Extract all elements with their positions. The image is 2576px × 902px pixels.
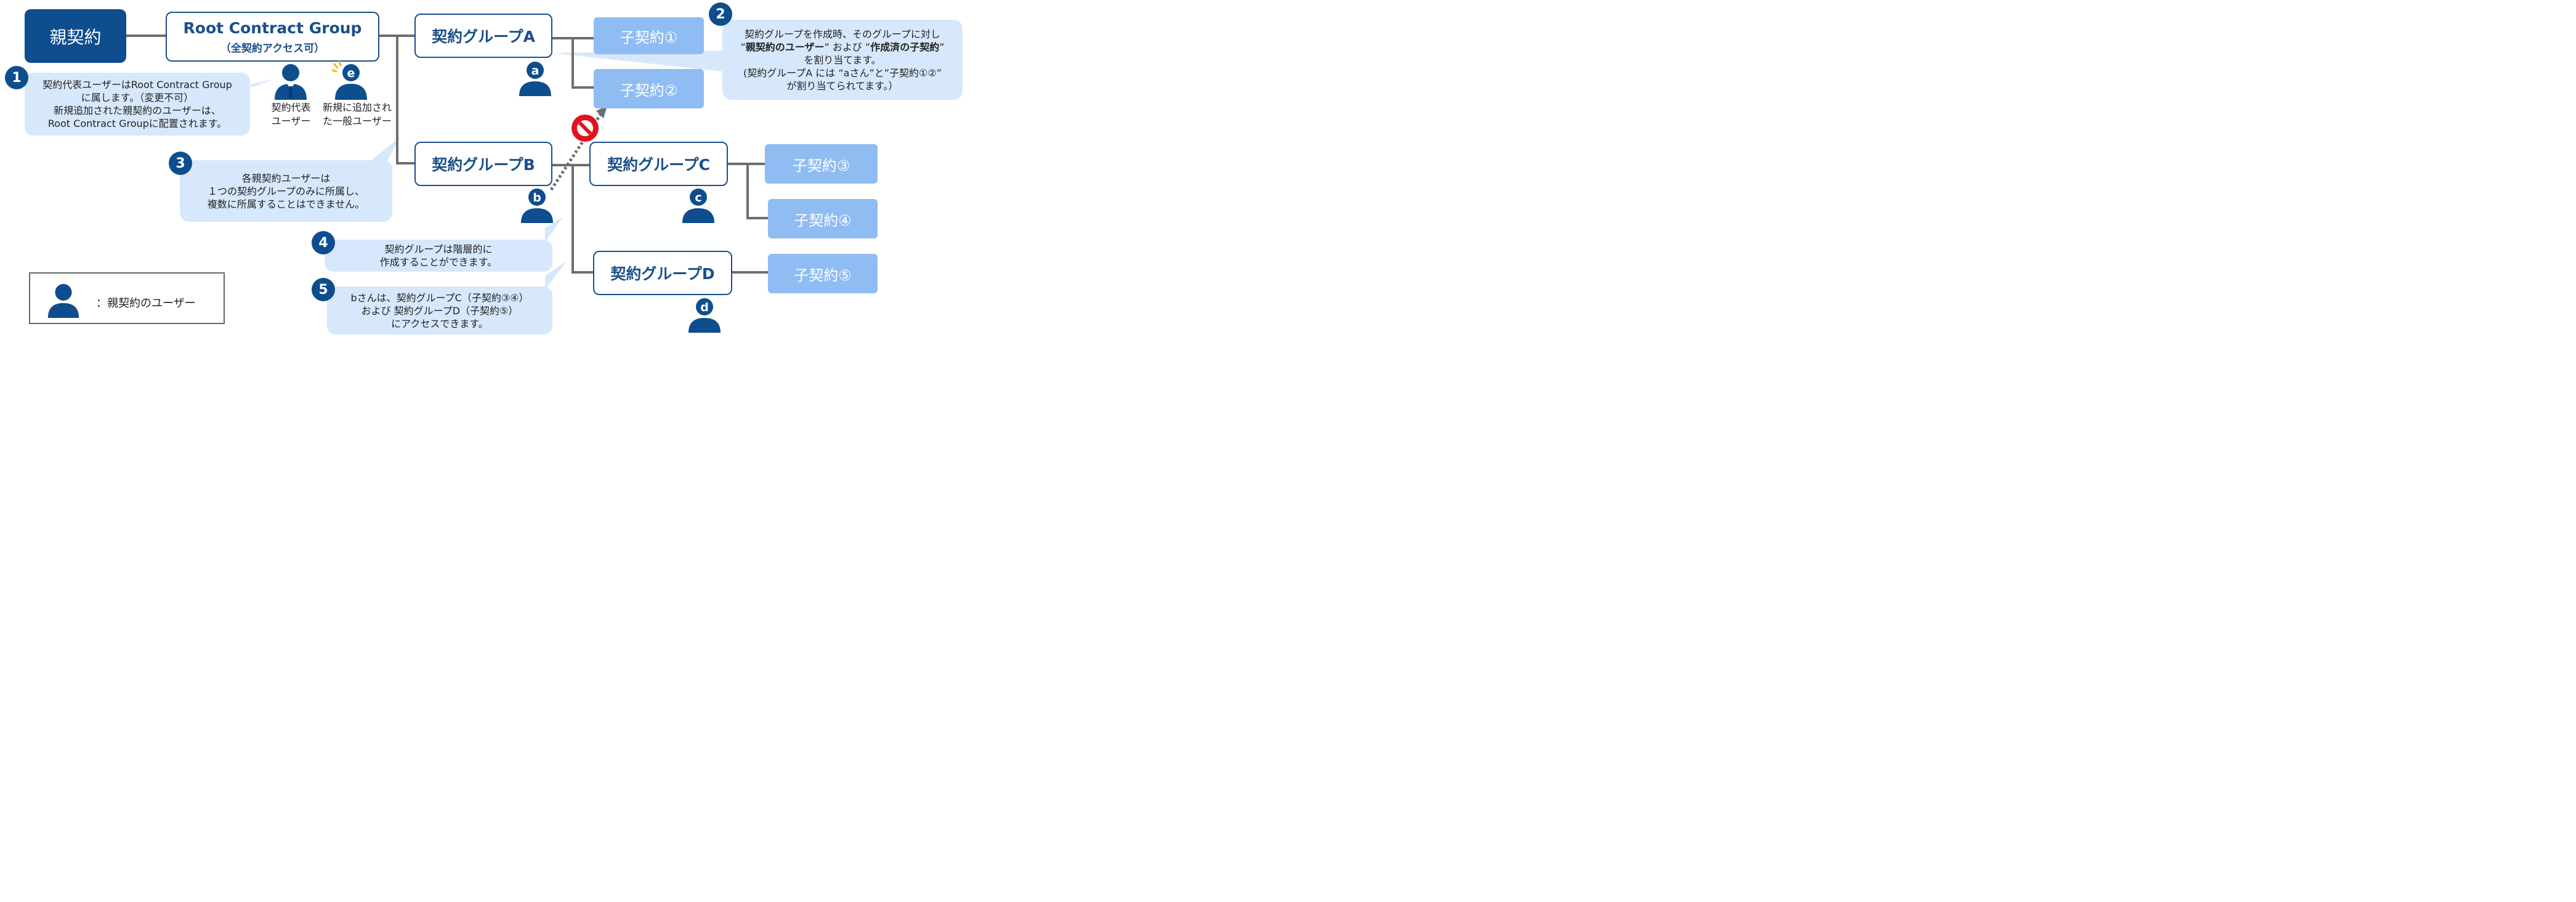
note-2-line: が割り当てられてます。） <box>786 79 898 92</box>
note-4-line: 作成することができます。 <box>379 256 498 268</box>
bubble-3-tail <box>369 137 400 161</box>
note-5-number: 5 <box>312 278 335 301</box>
note-1-line: 契約代表ユーザーはRoot Contract Group <box>42 79 232 91</box>
connector-layer <box>126 35 769 290</box>
blocked-arrow-head <box>596 106 607 118</box>
note-5-line: にアクセスできます。 <box>391 317 488 330</box>
note-3-number: 3 <box>169 152 192 175</box>
link-root-b <box>396 36 415 165</box>
child-contract-1-label: 子契約① <box>620 28 678 46</box>
user-d-icon: d <box>688 298 721 333</box>
note-4-number: 4 <box>312 231 335 254</box>
user-c-icon: c <box>682 189 714 223</box>
child-contract-1-node: 子契約① <box>594 17 704 54</box>
contract-rep-user-label-line2: ユーザー <box>271 115 311 127</box>
child-contract-4-node: 子契約④ <box>768 199 878 238</box>
note-2-mid: ” および ” <box>824 41 871 53</box>
note-2-line: ”親契約のユーザー” および ”作成済の子契約” <box>740 41 944 54</box>
note-2-quote: ” <box>939 41 945 53</box>
contract-group-b-label: 契約グループB <box>432 156 535 174</box>
bubble-2-tail <box>551 51 723 71</box>
note-1-bubble: 契約代表ユーザーはRoot Contract Group に属します。（変更不可… <box>25 73 250 136</box>
note-1-line: に属します。（変更不可） <box>81 92 194 104</box>
child-contract-5-node: 子契約⑤ <box>768 254 878 293</box>
link-c-child4 <box>746 164 769 219</box>
note-3-line: １つの契約グループのみに所属し、 <box>207 185 365 197</box>
new-general-user-icon: e <box>331 60 367 100</box>
user-c-badge: c <box>695 191 701 205</box>
contract-group-c-label: 契約グループC <box>607 156 710 174</box>
root-contract-group-node: Root Contract Group （全契約アクセス可） <box>166 12 379 62</box>
contract-group-d-node: 契約グループD <box>593 251 732 295</box>
user-a-icon: a <box>519 62 551 96</box>
new-general-user-label-line2: た一般ユーザー <box>323 115 392 127</box>
note-4-line: 契約グループは階層的に <box>384 243 493 255</box>
legend-label: ：親契約のユーザー <box>96 297 196 310</box>
new-general-user-label: 新規に追加され た一般ユーザー <box>314 101 400 128</box>
note-3-line: 複数に所属することはできません。 <box>207 198 365 210</box>
note-2-bubble: 契約グループを作成時、そのグループに対し ”親契約のユーザー” および ”作成済… <box>722 20 963 100</box>
note-5-line: および 契約グループD（子契約⑤） <box>361 304 519 317</box>
note-2-quote: ” <box>740 41 746 53</box>
root-contract-group-title: Root Contract Group <box>183 18 362 37</box>
contract-rep-user-icon <box>275 64 307 100</box>
prohibited-icon <box>571 115 599 142</box>
parent-contract-label: 親契約 <box>49 26 102 47</box>
note-4-bubble: 契約グループは階層的に 作成することができます。 <box>325 240 552 272</box>
note-5-bubble: bさんは、契約グループC（子契約③④） および 契約グループD（子契約⑤） にア… <box>327 286 552 335</box>
child-contract-2-label: 子契約② <box>620 81 678 99</box>
child-contract-3-node: 子契約③ <box>765 144 878 184</box>
contract-rep-user-label: 契約代表 ユーザー <box>262 101 320 128</box>
bubble-5-tail <box>545 260 568 290</box>
user-a-badge: a <box>531 64 539 78</box>
contract-group-b-node: 契約グループB <box>414 142 552 186</box>
child-contract-5-label: 子契約⑤ <box>794 266 852 284</box>
link-b-d <box>571 165 594 274</box>
link-a-child2 <box>571 38 594 89</box>
note-3-bubble: 各親契約ユーザーは １つの契約グループのみに所属し、 複数に所属することはできま… <box>180 160 392 222</box>
contract-group-d-label: 契約グループD <box>610 265 715 283</box>
note-1-number: 1 <box>5 66 28 89</box>
note-2-line: を割り当てます。 <box>804 54 881 66</box>
user-b-badge: b <box>533 191 541 205</box>
root-contract-group-subtitle: （全契約アクセス可） <box>220 42 325 55</box>
user-d-badge: d <box>700 301 709 314</box>
contract-group-a-node: 契約グループA <box>414 14 552 58</box>
note-1-line: 新規追加された親契約のユーザーは、 <box>54 105 221 116</box>
note-2-bold-children: 作成済の子契約 <box>870 41 940 53</box>
bubble-1-tail <box>243 79 274 86</box>
contract-group-a-label: 契約グループA <box>432 28 535 46</box>
user-b-icon: b <box>521 189 553 223</box>
legend-user-icon <box>47 283 79 318</box>
note-5-line: bさんは、契約グループC（子契約③④） <box>350 291 529 304</box>
parent-contract-node: 親契約 <box>25 9 126 63</box>
note-2-line: 契約グループを作成時、そのグループに対し <box>744 28 941 40</box>
contract-rep-user-label-line1: 契約代表 <box>271 102 311 113</box>
user-e-badge: e <box>347 67 355 80</box>
note-2-line: (契約グループA には “aさん”と”子契約①②” <box>743 67 942 79</box>
new-general-user-label-line1: 新規に追加され <box>322 102 392 113</box>
child-contract-4-label: 子契約④ <box>794 211 852 229</box>
bubble-4-tail <box>545 217 563 242</box>
note-2-number: 2 <box>709 2 732 26</box>
child-contract-2-node: 子契約② <box>594 69 704 108</box>
contract-group-c-node: 契約グループC <box>589 142 728 186</box>
note-1-line: Root Contract Groupに配置されます。 <box>47 118 227 129</box>
note-2-bold-users: 親契約のユーザー <box>745 41 825 53</box>
note-3-line: 各親契約ユーザーは <box>241 172 331 184</box>
child-contract-3-label: 子契約③ <box>792 156 850 174</box>
